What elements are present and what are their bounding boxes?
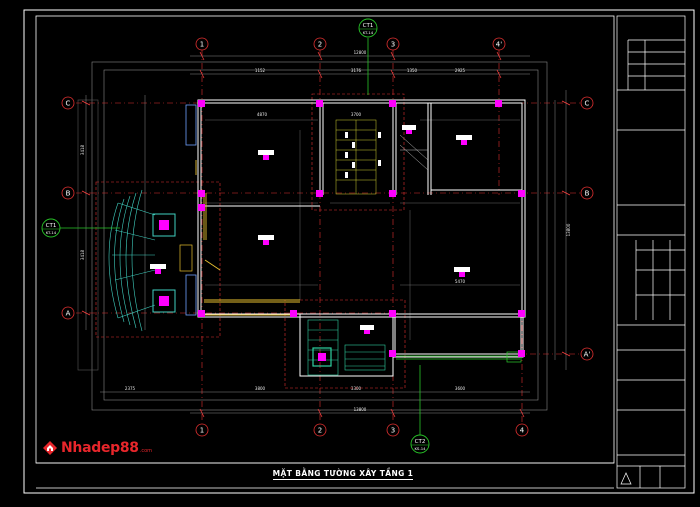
row-label: C	[66, 100, 71, 108]
dim-seg: 2925	[455, 68, 466, 73]
lower-pillar-core	[318, 353, 326, 361]
section-marker-top: CT1 KT-14	[358, 18, 378, 95]
dim-right-total: 13800	[566, 223, 571, 236]
stair-posts	[345, 132, 381, 178]
row-label: A'	[584, 351, 591, 359]
brand-domain: .com	[139, 447, 153, 454]
section-marker-bottom: CT2 KS-14	[410, 365, 430, 454]
dim-seg: 3800	[255, 386, 266, 391]
row-label: B	[66, 190, 71, 198]
marker-id: CT2	[415, 439, 426, 445]
dim-seg: 1350	[407, 68, 418, 73]
title-block	[616, 15, 686, 489]
dim-seg: 3176	[351, 68, 362, 73]
dim-seg: 2375	[125, 386, 136, 391]
col-label: 2	[318, 427, 322, 435]
marker-id: CT1	[363, 23, 374, 29]
marker-ref: KT-14	[363, 30, 374, 35]
hidden-outlines	[95, 93, 406, 389]
interior-dimension-lines	[205, 119, 520, 340]
dim-top-total: 12800	[354, 50, 367, 55]
sheet-border	[23, 9, 695, 494]
col-label: 3	[391, 41, 395, 49]
brand-name: Nhadep88	[61, 440, 139, 456]
dimension-text: 12800 1152 3176 1350 2925 2375 3800 3300…	[80, 50, 571, 412]
marker-ref: KT-14	[46, 230, 57, 235]
dim-bottom-total: 13800	[354, 407, 367, 412]
foundation-outlines	[77, 61, 548, 411]
col-label: 4'	[496, 41, 502, 49]
dim-room: 4870	[257, 112, 268, 117]
marker-id: CT1	[46, 223, 57, 229]
side-pillars	[185, 104, 197, 316]
marker-ref: KS-14	[414, 446, 426, 451]
row-label: C	[585, 100, 590, 108]
axis-bubbles	[61, 37, 594, 437]
row-label: B	[585, 190, 590, 198]
row-label: A	[66, 310, 71, 318]
dim-room: 3700	[351, 112, 362, 117]
columns	[198, 100, 525, 357]
walls	[197, 99, 526, 377]
dimension-ticks	[81, 51, 571, 418]
lower-pillar	[312, 347, 332, 367]
sheet-title-text: MẶT BẰNG TƯỜNG XÂY TẦNG 1	[272, 469, 414, 480]
col-label: 2	[318, 41, 322, 49]
col-label: 4	[520, 427, 525, 435]
axis-bubble-labels: 1 2 3 4' 1 2 3 4 C B A C B A'	[66, 41, 591, 435]
sheet-title: MẶT BẰNG TƯỜNG XÂY TẦNG 1	[268, 469, 418, 480]
dim-left: 3418	[80, 249, 85, 260]
drawing-border	[35, 15, 615, 464]
dim-room: 5470	[455, 279, 466, 284]
curved-entrance	[108, 189, 156, 332]
dim-seg: 3300	[351, 386, 362, 391]
stair-rail	[399, 134, 429, 171]
col-label: 1	[200, 427, 204, 435]
brand-logo: Nhadep88 .com	[42, 438, 152, 458]
room-tags	[150, 125, 472, 334]
dimension-lines	[85, 55, 567, 414]
staircase	[335, 119, 377, 195]
house-icon	[43, 441, 57, 455]
entrance-pillars	[152, 213, 193, 313]
dim-seg: 1152	[255, 68, 266, 73]
dim-seg: 3600	[455, 386, 466, 391]
dim-left: 3418	[80, 144, 85, 155]
yellow-partitions	[195, 160, 300, 316]
col-label: 3	[391, 427, 395, 435]
col-label: 1	[200, 41, 204, 49]
section-marker-left: CT1 KT-14	[41, 218, 120, 238]
